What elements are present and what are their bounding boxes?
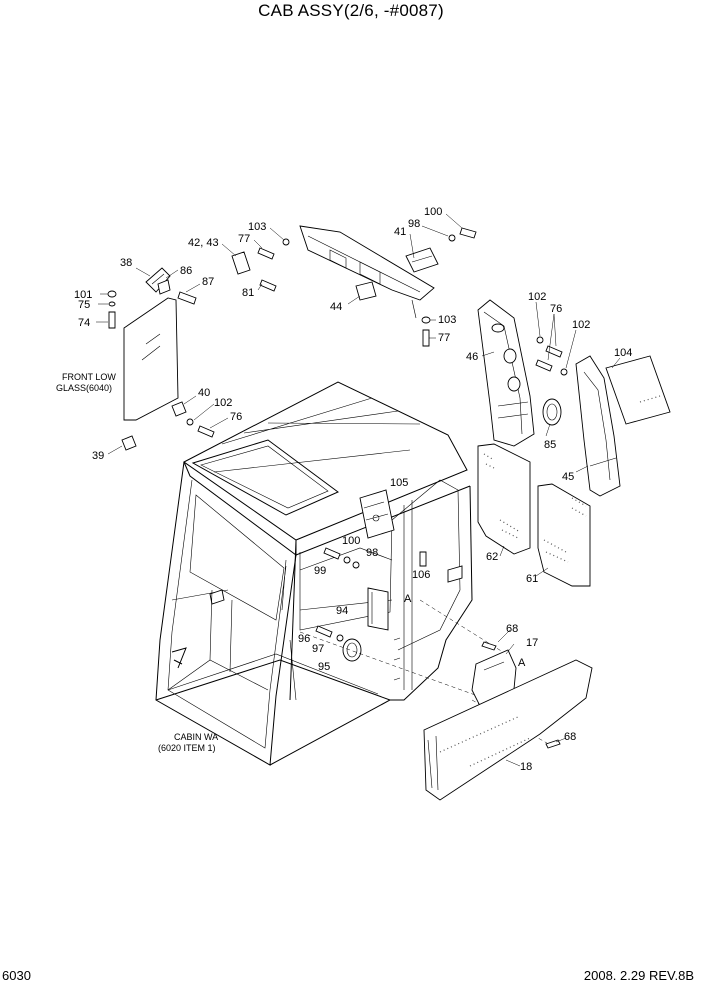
callout-105: 105: [390, 477, 408, 489]
front-low-glass-group: [96, 267, 229, 455]
callout-95: 95: [318, 661, 330, 673]
side-panel-group: [299, 599, 593, 801]
callout-38: 38: [120, 257, 132, 269]
callout-103-top: 103: [248, 221, 266, 233]
callout-39: 39: [92, 450, 104, 462]
callout-77-right: 77: [438, 332, 450, 344]
pillar-cover-group: [477, 299, 671, 497]
callout-77-top: 77: [238, 233, 250, 245]
callout-85: 85: [544, 439, 556, 451]
callout-106: 106: [412, 569, 430, 581]
callout-45: 45: [562, 471, 574, 483]
cabin-frame: [155, 381, 473, 766]
callout-18: 18: [520, 761, 532, 773]
callout-103-right: 103: [438, 314, 456, 326]
upper-bracket-group: [221, 213, 477, 347]
notes: FRONT LOW GLASS(6040) CABIN WA (6020 ITE…: [56, 372, 526, 753]
callout-labels: 38 101 75 74 86 87 40 102 76 39 42, 43 7…: [74, 206, 632, 773]
section-a-marker-panel: A: [518, 657, 526, 669]
callout-101: 101: [74, 289, 92, 301]
revision-info: 2008. 2.29 REV.8B: [583, 968, 694, 983]
note-front-low-glass-line2: GLASS(6040): [56, 383, 112, 393]
note-cabin-line1: CABIN WA: [174, 732, 218, 742]
callout-42-43: 42, 43: [188, 237, 219, 249]
callout-44: 44: [330, 301, 342, 313]
callout-102-pillar: 102: [528, 291, 546, 303]
section-a-marker-cab: A: [404, 593, 412, 605]
callout-104: 104: [614, 347, 632, 359]
note-cabin-line2: (6020 ITEM 1): [158, 743, 216, 753]
callout-76-pillar: 76: [550, 303, 562, 315]
callout-87: 87: [202, 276, 214, 288]
callout-102-cover: 102: [572, 319, 590, 331]
callout-74: 74: [78, 317, 90, 329]
rear-panel-group: [477, 443, 591, 587]
callout-102-left: 102: [214, 397, 232, 409]
callout-46: 46: [466, 351, 478, 363]
note-front-low-glass-line1: FRONT LOW: [62, 372, 116, 382]
callout-94: 94: [336, 605, 348, 617]
callout-75: 75: [78, 299, 90, 311]
callout-76-left: 76: [230, 411, 242, 423]
callout-17: 17: [526, 637, 538, 649]
callout-97: 97: [312, 643, 324, 655]
callout-98-top: 98: [408, 218, 420, 230]
callout-96: 96: [298, 633, 310, 645]
page-title: CAB ASSY(2/6, -#0087): [258, 1, 444, 20]
callout-68-bottom: 68: [564, 731, 576, 743]
callout-86: 86: [180, 265, 192, 277]
callout-41: 41: [394, 226, 406, 238]
page-number: 6030: [2, 968, 31, 983]
callout-62: 62: [486, 551, 498, 563]
callout-99: 99: [314, 565, 326, 577]
callout-40: 40: [198, 387, 210, 399]
callout-98-mid: 98: [366, 547, 378, 559]
callout-100-mid: 100: [342, 535, 360, 547]
callout-68-top: 68: [506, 623, 518, 635]
callout-81: 81: [242, 287, 254, 299]
callout-100-top: 100: [424, 206, 442, 218]
callout-61: 61: [526, 573, 538, 585]
